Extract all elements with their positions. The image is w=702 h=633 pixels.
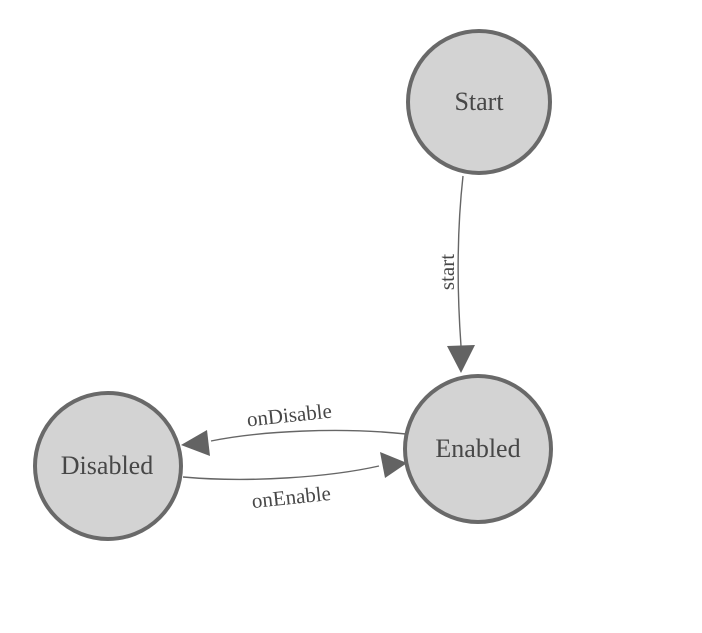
node-label-disabled: Disabled	[61, 451, 153, 480]
edge-label-onenable: onEnable	[251, 481, 332, 513]
edge-start-to-enabled[interactable]: start	[435, 175, 475, 373]
edge-line-ondisable[interactable]	[210, 429, 407, 442]
node-disabled-circle[interactable]	[33, 391, 183, 541]
node-label-enabled: Enabled	[435, 434, 520, 463]
node-enabled[interactable]: Enabled	[403, 374, 553, 524]
arrowhead-start-to-enabled-icon	[447, 345, 475, 373]
edge-disabled-to-enabled[interactable]: onEnable	[182, 452, 407, 513]
arrowhead-enabled-to-disabled-icon	[181, 430, 210, 456]
node-start[interactable]: Start	[406, 29, 552, 175]
node-enabled-circle[interactable]	[403, 374, 553, 524]
node-disabled[interactable]: Disabled	[33, 391, 183, 541]
edge-label-ondisable: onDisable	[246, 399, 333, 432]
arrowhead-disabled-to-enabled-icon	[380, 452, 407, 478]
edge-line-onenable[interactable]	[182, 465, 380, 481]
edge-line-start[interactable]	[457, 175, 464, 347]
edge-enabled-to-disabled[interactable]: onDisable	[181, 399, 407, 456]
edge-label-start: start	[435, 254, 459, 290]
node-label-start: Start	[454, 87, 504, 116]
node-start-circle[interactable]	[406, 29, 552, 175]
